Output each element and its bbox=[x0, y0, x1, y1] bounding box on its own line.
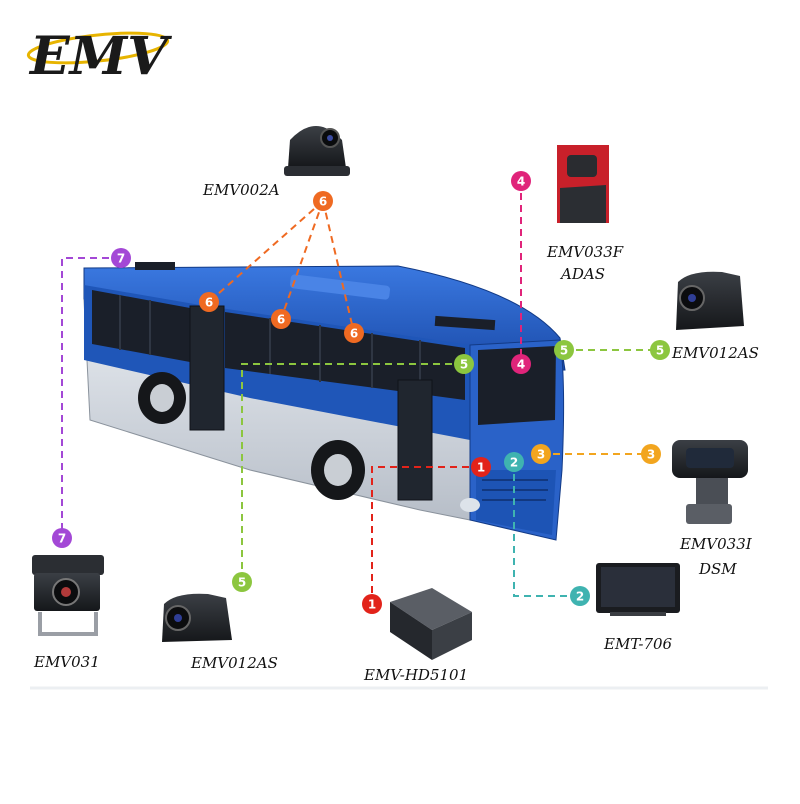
emv033i-dsm-camera bbox=[672, 440, 748, 524]
badge-7-top: 7 bbox=[111, 248, 131, 268]
svg-text:6: 6 bbox=[350, 327, 358, 341]
badge-3-bus: 3 bbox=[531, 444, 551, 464]
badges: 6 6 6 6 7 7 4 4 5 5 5 5 3 3 2 2 1 1 bbox=[52, 171, 670, 614]
badge-3-right: 3 bbox=[641, 444, 661, 464]
badge-5-right: 5 bbox=[650, 340, 670, 360]
badge-4-bus: 4 bbox=[511, 354, 531, 374]
badge-6-left: 6 bbox=[199, 292, 219, 312]
bus-illustration bbox=[83, 262, 566, 541]
label-emv012as-right: EMV012AS bbox=[672, 344, 759, 362]
label-emt706: EMT-706 bbox=[604, 635, 673, 653]
badge-1-bottom: 1 bbox=[362, 594, 382, 614]
emv012as-right-camera bbox=[676, 271, 744, 330]
label-emv033f: EMV033F bbox=[547, 243, 624, 261]
svg-text:4: 4 bbox=[517, 175, 525, 189]
emv-hd5101-mdvr bbox=[390, 588, 472, 660]
svg-text:7: 7 bbox=[117, 252, 125, 266]
svg-text:2: 2 bbox=[510, 456, 518, 470]
badge-5-bus-left: 5 bbox=[454, 354, 474, 374]
svg-text:7: 7 bbox=[58, 532, 66, 546]
label-emv-hd5101: EMV-HD5101 bbox=[364, 666, 469, 684]
badge-6-top: 6 bbox=[313, 191, 333, 211]
emv033f-adas-camera bbox=[557, 145, 609, 223]
badge-6-mid: 6 bbox=[271, 309, 291, 329]
badge-4-top: 4 bbox=[511, 171, 531, 191]
label-emv031: EMV031 bbox=[34, 653, 100, 671]
label-emv012as-left: EMV012AS bbox=[191, 654, 278, 672]
svg-text:3: 3 bbox=[537, 448, 545, 462]
svg-text:5: 5 bbox=[560, 344, 568, 358]
label-adas: ADAS bbox=[561, 265, 605, 283]
label-emv002a: EMV002A bbox=[203, 181, 280, 199]
svg-text:1: 1 bbox=[477, 461, 485, 475]
emv-logo: EMV bbox=[26, 26, 172, 87]
svg-text:2: 2 bbox=[576, 590, 584, 604]
emv031-rear-camera bbox=[32, 555, 104, 636]
emv002a-dome-camera bbox=[284, 126, 350, 176]
badge-1-bus: 1 bbox=[471, 457, 491, 477]
badge-2-bottom: 2 bbox=[570, 586, 590, 606]
badge-5-bus-right: 5 bbox=[554, 340, 574, 360]
label-emv033i: EMV033I bbox=[680, 535, 752, 553]
emv012as-left-camera bbox=[162, 593, 232, 642]
svg-text:5: 5 bbox=[656, 344, 664, 358]
logo-text: EMV bbox=[28, 26, 172, 87]
badge-5-bottom: 5 bbox=[232, 572, 252, 592]
badge-2-bus: 2 bbox=[504, 452, 524, 472]
svg-text:5: 5 bbox=[238, 576, 246, 590]
connector-lines bbox=[61, 181, 660, 604]
svg-text:3: 3 bbox=[647, 448, 655, 462]
svg-text:5: 5 bbox=[460, 358, 468, 372]
svg-text:6: 6 bbox=[205, 296, 213, 310]
svg-text:6: 6 bbox=[277, 313, 285, 327]
svg-text:1: 1 bbox=[368, 598, 376, 612]
badge-7-bottom: 7 bbox=[52, 528, 72, 548]
svg-text:4: 4 bbox=[517, 358, 525, 372]
svg-text:6: 6 bbox=[319, 195, 327, 209]
emt706-monitor bbox=[596, 563, 680, 616]
badge-6-right: 6 bbox=[344, 323, 364, 343]
label-dsm: DSM bbox=[699, 560, 737, 578]
